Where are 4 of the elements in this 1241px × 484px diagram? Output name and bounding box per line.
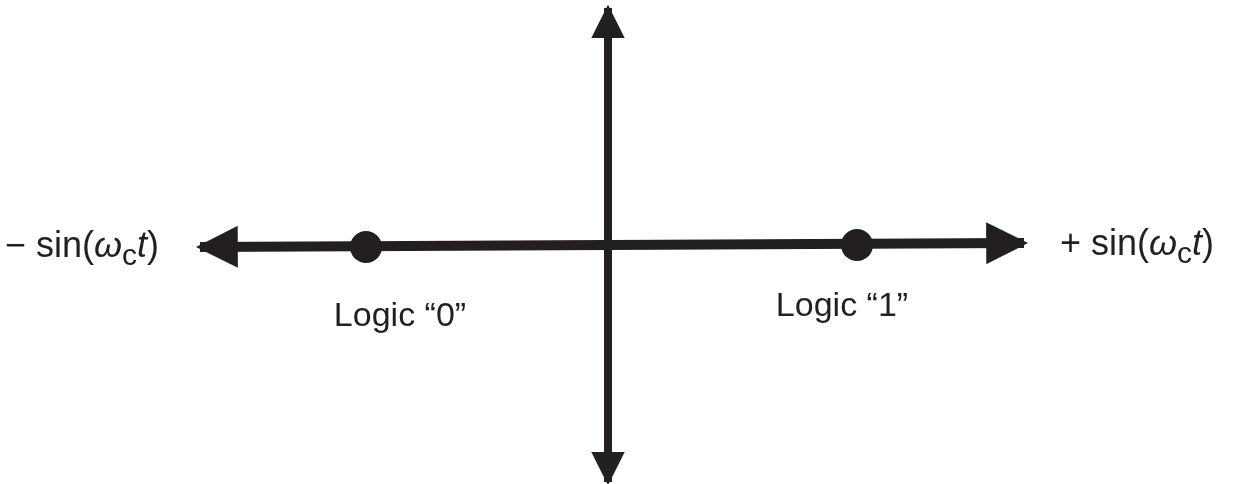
- axis-label: + sin(ω$_{c}$t): [1060, 225, 1215, 269]
- axis-label: − sin(ω$_{c}$t): [5, 227, 160, 271]
- point-caption: Logic “1”: [775, 287, 909, 321]
- point-caption: Logic “0”: [333, 297, 467, 331]
